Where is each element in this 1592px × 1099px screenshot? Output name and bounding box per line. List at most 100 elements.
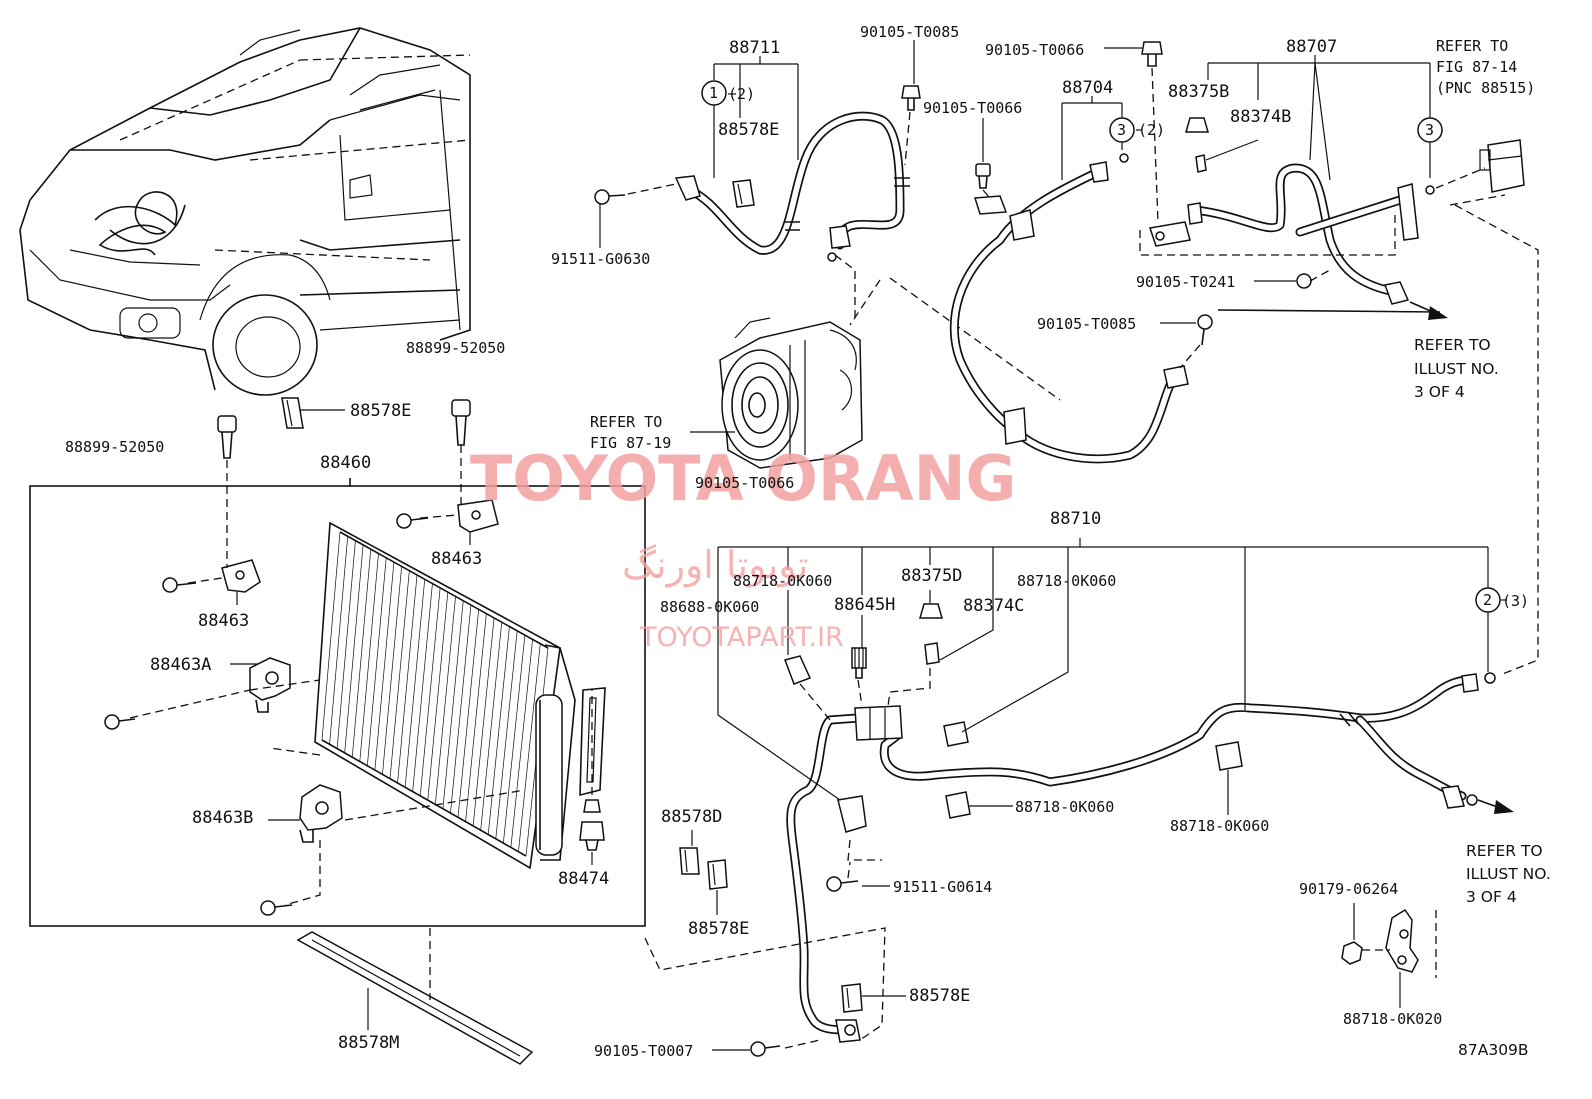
condenser-fin — [382, 566, 402, 775]
label-88578E-bottom: 88578E — [909, 986, 970, 1006]
hose-88711 — [674, 111, 910, 262]
callout-labels: 1 (2) 3 (2) 3 2 (3) — [709, 84, 1529, 610]
leader-compressor-top — [834, 254, 856, 322]
condenser-fin — [374, 562, 395, 771]
callout-3a-qty: (2) — [1138, 121, 1165, 139]
condenser-fin — [336, 540, 356, 749]
bracket-88463-top — [457, 499, 499, 533]
condenser-fin — [510, 639, 533, 848]
watermark-brand: TOYOTA ORANG — [470, 442, 1016, 515]
label-90105-T0085-mid: 90105-T0085 — [1037, 315, 1136, 333]
label-90179-06264: 90179-06264 — [1299, 880, 1398, 898]
label-88899-52050-left: 88899-52050 — [65, 438, 164, 456]
pad-88578E-top — [732, 179, 755, 208]
label-refer-fig-87-19-l1: REFER TO — [590, 413, 662, 431]
pad-88578E-mid — [707, 859, 728, 890]
label-88718-0K060-c: 88718-0K060 — [1015, 798, 1114, 816]
bracket-88463B — [299, 784, 343, 843]
leader-90105-T0241-b — [1309, 269, 1331, 282]
pad-88578E-bottom — [841, 983, 863, 1013]
callout-1 — [701, 80, 727, 106]
label-90105-T0066-top: 90105-T0066 — [985, 41, 1084, 59]
nut-90179-06264 — [1341, 941, 1363, 965]
expansion-valve-88515 — [1479, 139, 1525, 193]
clamp-88718-0K060 — [784, 655, 1243, 819]
condenser-fin — [434, 596, 456, 805]
cap-88375D — [919, 603, 943, 619]
leader-right-vertical — [1454, 204, 1539, 676]
condenser-fin — [412, 583, 433, 792]
leader-88710-dashed — [644, 668, 1437, 1049]
leader-compressor-mid — [889, 277, 1061, 401]
condenser-fin — [397, 574, 418, 783]
label-88688-0K060: 88688-0K060 — [660, 598, 759, 616]
label-88463A: 88463A — [150, 655, 211, 675]
callout-2-qty: (3) — [1502, 592, 1529, 610]
bolt-90105-T0085-top — [901, 85, 921, 111]
hose-88704 — [949, 153, 1189, 464]
bolt-90105-T0241 — [1296, 273, 1312, 289]
leader-90105-T0066-mid-b — [982, 189, 991, 199]
label-refer-fig-87-14-l3: (PNC 88515) — [1436, 79, 1535, 97]
watermark-site: TOYOTAPART.IR — [639, 622, 844, 653]
label-88899-52050-right: 88899-52050 — [406, 339, 505, 357]
label-refer-fig-87-14-l2: FIG 87-14 — [1436, 58, 1517, 76]
leader-90105-T0085-top-b — [904, 111, 911, 166]
condenser-fin — [480, 622, 503, 831]
label-refer-fig-87-14-l1: REFER TO — [1436, 37, 1508, 55]
bolt-91511-G0630 — [594, 189, 626, 205]
condenser-fin — [450, 605, 472, 814]
condenser-fin — [359, 553, 379, 762]
leader-91511-G0630 — [627, 183, 677, 195]
clip-88899-52050 — [217, 399, 471, 459]
label-refer-illust-top-l3: 3 OF 4 — [1414, 383, 1465, 401]
label-90105-T0066-mid: 90105-T0066 — [923, 99, 1022, 117]
callout-1-number: 1 — [709, 84, 718, 102]
label-refer-fig-87-19-l2: FIG 87-19 — [590, 434, 671, 452]
vehicle-illustration — [19, 27, 471, 396]
label-refer-illust-bottom-l2: ILLUST NO. — [1466, 865, 1551, 883]
bolt-90105-T0007 — [750, 1041, 781, 1057]
bolt-90105-T0066-top — [1141, 41, 1163, 67]
label-88463-top: 88463 — [431, 549, 482, 569]
label-91511-G0630: 91511-G0630 — [551, 250, 650, 268]
label-88463B: 88463B — [192, 808, 253, 828]
condenser-fin — [487, 626, 510, 835]
callout-2 — [1475, 587, 1501, 613]
label-88374C: 88374C — [963, 596, 1024, 616]
label-88704: 88704 — [1062, 78, 1113, 98]
leader-compressor-right — [849, 279, 881, 326]
figure-code: 87A309B — [1458, 1041, 1529, 1059]
label-88374B: 88374B — [1230, 107, 1291, 127]
condenser-group-frame — [29, 478, 646, 927]
label-90105-T0066-bottom: 90105-T0066 — [695, 474, 794, 492]
callout-3b-number: 3 — [1425, 121, 1434, 139]
condenser-fin — [389, 570, 410, 779]
switch-88645H — [851, 647, 867, 679]
leader-88707 — [1207, 55, 1431, 181]
leader-88711 — [713, 56, 799, 178]
bolt-90105-T0085-mid — [1197, 314, 1213, 346]
part-labels: 88711 90105-T0085 90105-T0066 88707 REFE… — [65, 23, 1551, 1060]
condenser-fin — [344, 544, 364, 753]
condenser-fin — [442, 600, 464, 809]
label-88578E-mid: 88578E — [688, 919, 749, 939]
callout-2-number: 2 — [1483, 591, 1492, 609]
leader-90105-T0085-mid-b — [1179, 344, 1201, 369]
grommet-88474 — [579, 799, 605, 851]
label-90105-T0007: 90105-T0007 — [594, 1042, 693, 1060]
condenser-fin — [495, 630, 518, 839]
valve-88374B — [1195, 139, 1259, 173]
label-88718-0K060-b: 88718-0K060 — [1017, 572, 1116, 590]
callout-3-a — [1109, 117, 1135, 143]
label-88463-left: 88463 — [198, 611, 249, 631]
leader-88704 — [1061, 96, 1123, 180]
callout-3-b — [1417, 117, 1443, 143]
bolt-91511-G0614 — [826, 876, 859, 892]
label-refer-illust-bottom-l1: REFER TO — [1466, 842, 1543, 860]
condenser-fin — [472, 617, 495, 826]
seal-88578M — [296, 928, 534, 1065]
condenser-fin — [465, 613, 487, 822]
callout-1-qty: (2) — [728, 85, 755, 103]
condenser-fin — [518, 643, 541, 852]
